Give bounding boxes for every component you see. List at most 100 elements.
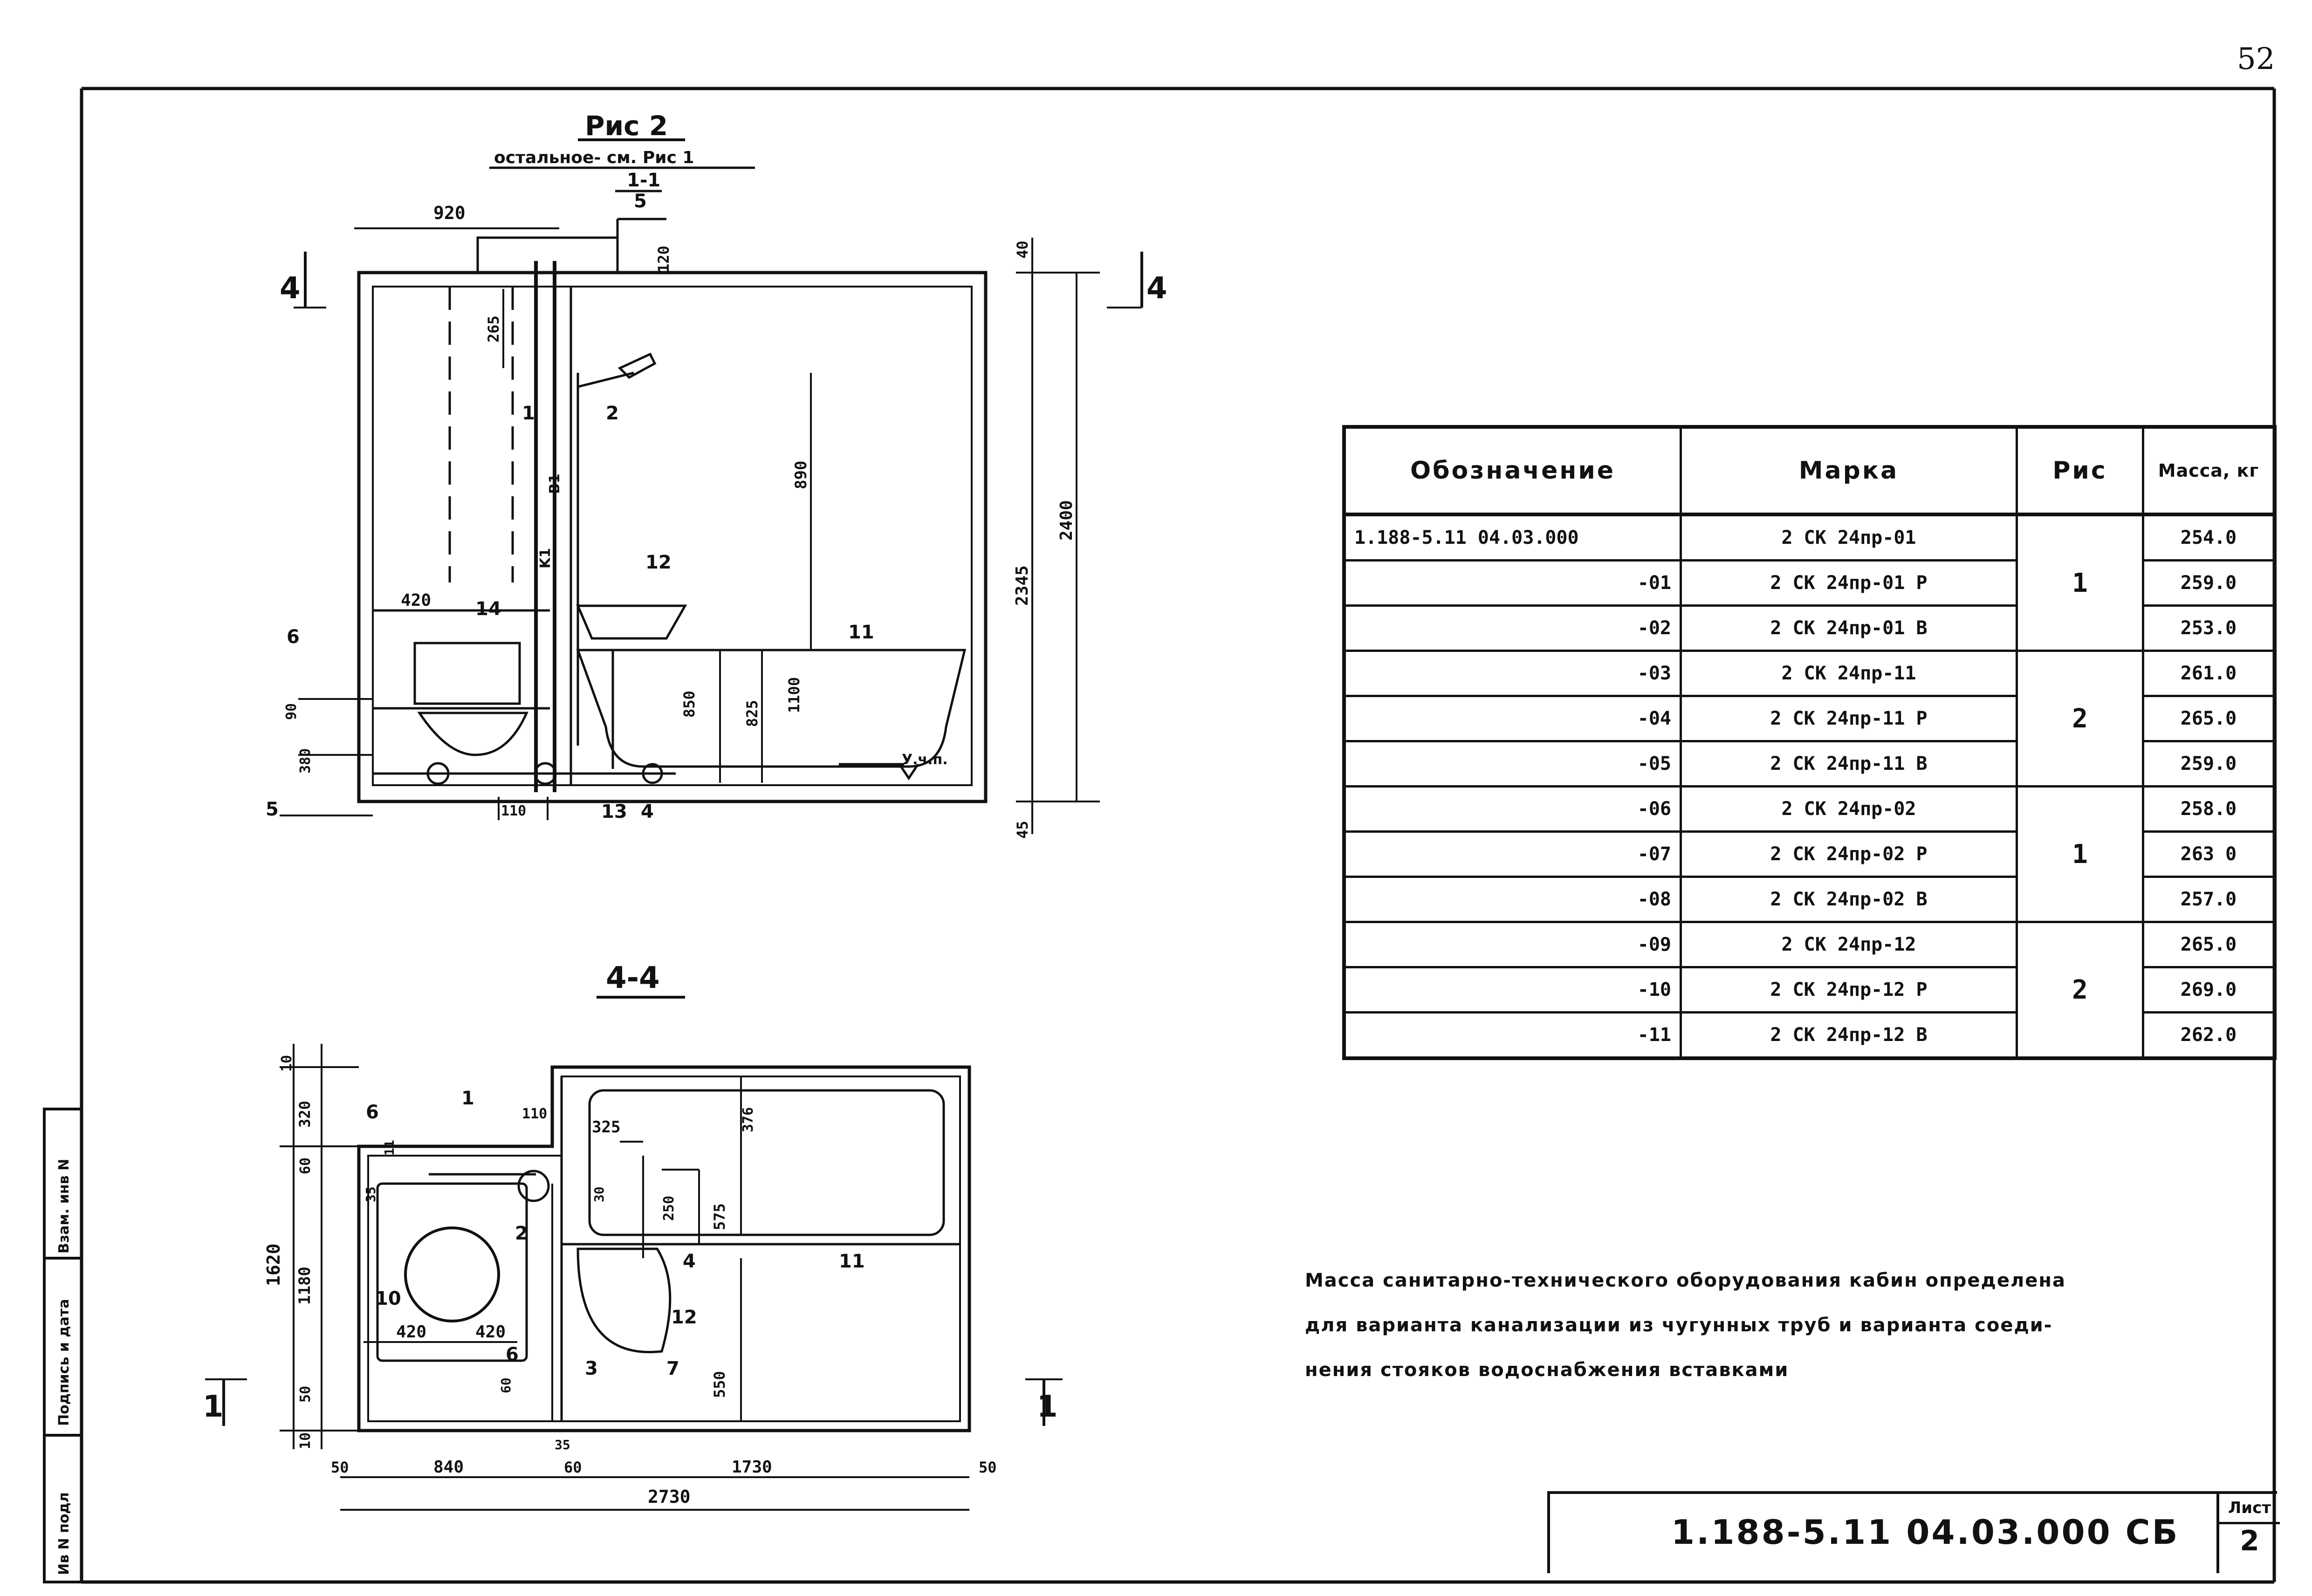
note-line-2: для варианта канализации из чугунных тру… (1305, 1315, 2053, 1336)
svg-text:1: 1 (1037, 1390, 1058, 1424)
page-number: 52 (2237, 42, 2275, 76)
svg-text:6: 6 (287, 626, 300, 648)
mass-note: Масса санитарно-технического оборудовани… (1305, 1258, 2260, 1392)
plan-cut-marks: 1 1 (203, 1390, 1058, 1424)
spec-table: Обозначение Марка Рис Масса, кг 1.188-5.… (1342, 425, 2277, 1060)
figure-title: Рис 2 (585, 110, 668, 142)
svg-text:325: 325 (592, 1118, 620, 1137)
svg-text:14: 14 (475, 598, 501, 620)
svg-text:7: 7 (666, 1358, 679, 1379)
svg-text:320: 320 (296, 1101, 314, 1128)
stamp-vzam: Взам. инв N (56, 1158, 72, 1254)
svg-text:10: 10 (297, 1432, 314, 1449)
svg-text:4: 4 (683, 1251, 696, 1272)
plan-outline (357, 1065, 971, 1432)
header-ris: Рис (2016, 427, 2144, 516)
svg-text:45: 45 (1014, 821, 1031, 839)
table-row: -09 2 СК 24пр-12 2 265.0 (1343, 921, 2276, 1058)
svg-text:825: 825 (743, 700, 761, 727)
plan-dims (205, 1044, 1063, 1511)
svg-text:50: 50 (331, 1459, 349, 1476)
stamp-podpis: Подпись и дата (56, 1299, 72, 1426)
figure-header: Рис 2 остальное- см. Рис 1 1-1 5 (489, 110, 755, 212)
sheet-number: 2 (2240, 1525, 2259, 1557)
svg-text:2400: 2400 (1057, 500, 1076, 541)
svg-text:10: 10 (375, 1288, 401, 1309)
svg-text:420: 420 (401, 591, 431, 610)
svg-text:380: 380 (297, 748, 314, 774)
svg-text:120: 120 (655, 246, 672, 273)
svg-text:4: 4 (641, 801, 654, 822)
table-row: -03 2 СК 24пр-11 2 261.0 (1343, 650, 2276, 787)
svg-text:11: 11 (839, 1251, 865, 1272)
svg-text:35: 35 (555, 1437, 570, 1452)
table-row: -10 2 СК 24пр-12 Р 269.0 (1343, 966, 2276, 1014)
svg-text:2345: 2345 (1013, 565, 1032, 606)
svg-text:У.ч.п.: У.ч.п. (902, 752, 948, 768)
svg-text:890: 890 (792, 461, 810, 489)
svg-text:1: 1 (522, 403, 535, 424)
svg-text:920: 920 (433, 203, 466, 223)
table-row: 1.188-5.11 04.03.000 2 СК 24пр-01 1 254.… (1343, 514, 2276, 651)
stamp-inv-podl: Ив N подл (56, 1492, 72, 1575)
svg-text:50: 50 (297, 1386, 314, 1403)
section-labels: 1 2 14 12 11 6 5 13 4 У.ч.п. K1 B1 (266, 403, 948, 822)
svg-text:250: 250 (661, 1196, 677, 1221)
svg-text:6: 6 (366, 1102, 379, 1123)
svg-text:35: 35 (363, 1186, 378, 1202)
svg-text:40: 40 (1014, 240, 1031, 259)
svg-text:420: 420 (475, 1322, 506, 1342)
plan-title: 4-4 (606, 961, 660, 995)
section-cut-marks: 4 4 (280, 271, 1167, 306)
table-row: -07 2 СК 24пр-02 Р 263 0 (1343, 830, 2276, 878)
svg-text:50: 50 (979, 1459, 997, 1476)
table-row: -11 2 СК 24пр-12 В 262.0 (1343, 1011, 2276, 1060)
note-line-1: Масса санитарно-технического оборудовани… (1305, 1270, 2066, 1291)
document-code: 1.188-5.11 04.03.000 СБ (1671, 1513, 2180, 1552)
section-dims (280, 227, 1143, 834)
table-row: -04 2 СК 24пр-11 Р 265.0 (1343, 695, 2276, 742)
sheet-label: Лист (2219, 1494, 2280, 1524)
svg-text:K1: K1 (537, 548, 554, 569)
svg-text:1620: 1620 (263, 1243, 284, 1286)
svg-text:6: 6 (506, 1344, 519, 1365)
section-dim-text: 920 120 40 265 890 420 90 380 110 850 82… (283, 203, 1076, 839)
svg-text:12: 12 (671, 1307, 697, 1328)
svg-text:4: 4 (1146, 271, 1167, 306)
svg-text:265: 265 (485, 315, 502, 342)
side-stamp-frame (43, 1108, 83, 1583)
table-row: -01 2 СК 24пр-01 Р 259.0 (1343, 559, 2276, 607)
svg-text:13: 13 (601, 801, 627, 822)
table-row: -05 2 СК 24пр-11 В 259.0 (1343, 740, 2276, 788)
note-line-3: нения стояков водоснабжения вставками (1305, 1359, 1789, 1381)
figure-subtitle: остальное- см. Рис 1 (494, 148, 694, 167)
svg-text:2: 2 (606, 403, 619, 424)
header-marka: Марка (1680, 427, 2018, 516)
svg-text:3: 3 (585, 1358, 598, 1379)
svg-text:1100: 1100 (785, 677, 803, 713)
svg-text:60: 60 (297, 1158, 314, 1174)
svg-text:2: 2 (515, 1223, 528, 1244)
svg-text:30: 30 (591, 1186, 607, 1202)
section-outline (357, 218, 988, 803)
svg-text:110: 110 (501, 803, 526, 819)
svg-text:12: 12 (645, 552, 672, 573)
table-header-row: Обозначение Марка Рис Масса, кг (1343, 427, 2276, 516)
svg-text:2730: 2730 (648, 1486, 691, 1507)
sheet-cell: Лист 2 (2216, 1494, 2280, 1573)
section-sub: 5 (634, 191, 647, 212)
svg-text:420: 420 (396, 1322, 426, 1342)
plan-labels: 6 1 2 4 11 12 10 6 3 7 (366, 1088, 865, 1379)
svg-text:10: 10 (279, 1055, 295, 1072)
table-row: -06 2 СК 24пр-02 1 258.0 (1343, 785, 2276, 922)
svg-text:11: 11 (382, 1140, 397, 1156)
svg-text:1: 1 (203, 1390, 224, 1424)
header-massa: Масса, кг (2142, 427, 2276, 516)
svg-text:60: 60 (564, 1459, 582, 1476)
table-row: -08 2 СК 24пр-02 В 257.0 (1343, 876, 2276, 923)
svg-text:90: 90 (283, 703, 300, 720)
svg-text:110: 110 (522, 1106, 547, 1122)
svg-text:1730: 1730 (732, 1458, 772, 1477)
title-block: 1.188-5.11 04.03.000 СБ Лист 2 (1547, 1491, 2280, 1573)
